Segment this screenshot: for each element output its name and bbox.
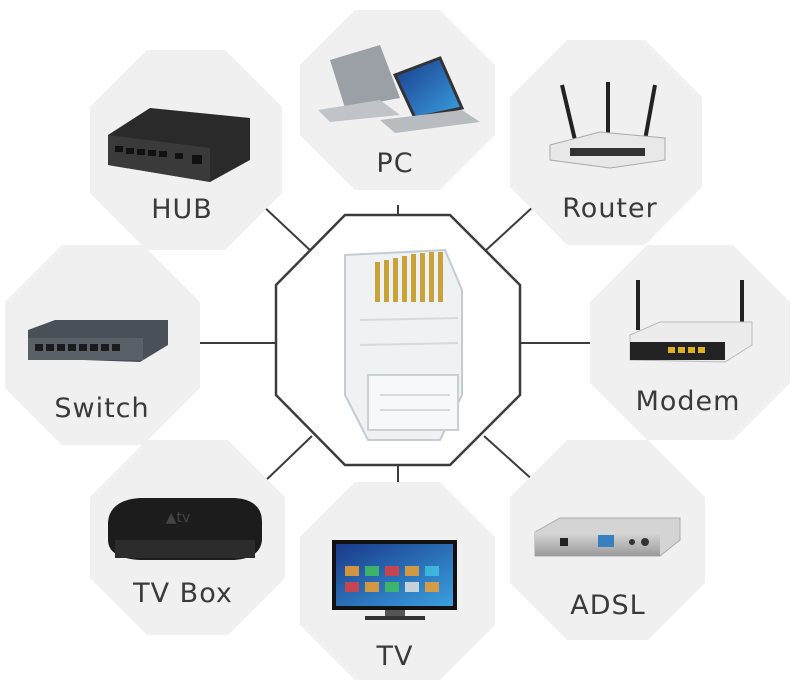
rj45-connector-icon [344,248,463,441]
adsl-modem-icon [534,517,681,557]
switch-icon [28,320,168,362]
tv-icon [332,540,457,620]
device-label-modem: Modem [636,386,741,417]
tv-box-icon: ▲tv [108,498,262,560]
device-label-switch: Switch [54,393,149,424]
device-label-tv: TV [376,641,414,672]
device-label-hub: HUB [151,194,213,225]
device-label-router: Router [562,193,657,224]
connector-lines [200,204,596,486]
laptop-icon [318,45,480,133]
router-icon [549,82,666,169]
modem-icon [629,280,753,363]
device-label-tvbox: TV Box [132,578,233,609]
device-label-adsl: ADSL [570,590,645,621]
hub-icon [108,108,250,182]
svg-text:▲tv: ▲tv [166,510,191,526]
device-label-pc: PC [376,148,413,179]
